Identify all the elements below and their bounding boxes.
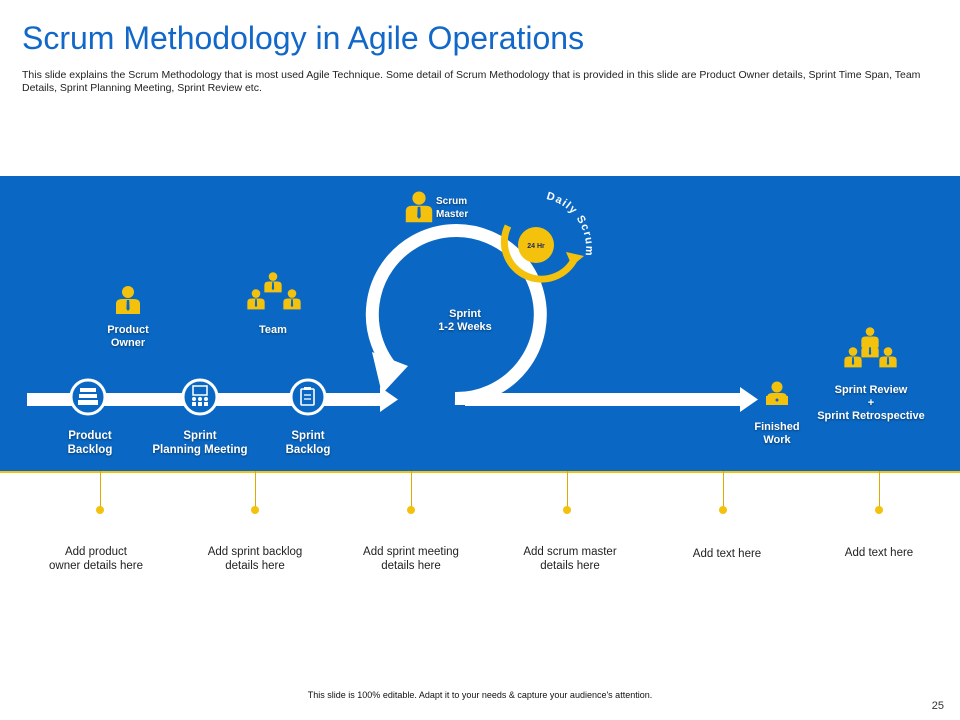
sprint-duration-label: Sprint 1-2 Weeks	[438, 308, 492, 333]
connector-dot	[875, 506, 883, 514]
connector-dot	[719, 506, 727, 514]
product-backlog-node	[69, 378, 107, 416]
connector-line	[100, 471, 101, 511]
finished-work-label: Finished Work	[754, 421, 800, 446]
detail-text-scrum-master[interactable]: Add scrum master details here	[523, 546, 617, 572]
flow-arrow-left-head	[380, 387, 398, 412]
detail-text-5[interactable]: Add text here	[692, 548, 762, 560]
backlog-stack-icon	[78, 388, 98, 405]
sprint-backlog-node	[289, 378, 327, 416]
slide-title: Scrum Methodology in Agile Operations	[22, 20, 585, 56]
step-label-sprint-backlog: Sprint Backlog	[285, 430, 331, 456]
flow-line-right	[465, 393, 742, 406]
sprint-loop-arc	[365, 224, 547, 406]
scrum-process-band	[0, 176, 960, 473]
sprint-planning-node	[181, 378, 219, 416]
meeting-icon	[192, 385, 208, 406]
connector-dot	[251, 506, 259, 514]
connector-dot	[563, 506, 571, 514]
detail-text-sprint-backlog[interactable]: Add sprint backlog details here	[207, 546, 303, 572]
slide-footer-note: This slide is 100% editable. Adapt it to…	[307, 690, 653, 700]
connector-line	[567, 471, 568, 511]
flow-arrow-right-head	[740, 387, 758, 412]
slide-description: This slide explains the Scrum Methodolog…	[22, 69, 921, 94]
team-label: Team	[259, 324, 287, 336]
connector-line	[723, 471, 724, 511]
sprint-review-label: Sprint Review + Sprint Retrospective	[817, 384, 925, 422]
sprint-loop-arrowhead	[372, 352, 408, 394]
daily-scrum-hours: 24 Hr	[527, 243, 545, 250]
clipboard-icon	[300, 387, 315, 406]
step-label-sprint-planning: Sprint Planning Meeting	[152, 430, 248, 456]
detail-text-sprint-meeting[interactable]: Add sprint meeting details here	[363, 546, 459, 572]
daily-scrum-label: Daily Scrum	[545, 190, 595, 257]
detail-text-product-owner[interactable]: Add product owner details here	[49, 546, 143, 572]
product-owner-label: Product Owner	[107, 324, 149, 349]
worker-laptop-icon	[766, 381, 788, 405]
daily-scrum-cycle	[500, 224, 584, 283]
detail-text-6[interactable]: Add text here	[844, 547, 914, 559]
connector-dot	[407, 506, 415, 514]
scrum-master-label: Scrum Master	[436, 196, 469, 220]
connector-line	[879, 471, 880, 511]
page-number: 25	[931, 700, 944, 712]
connector-line	[255, 471, 256, 511]
step-label-product-backlog: Product Backlog	[67, 430, 113, 456]
connector-line	[411, 471, 412, 511]
connector-dot	[96, 506, 104, 514]
